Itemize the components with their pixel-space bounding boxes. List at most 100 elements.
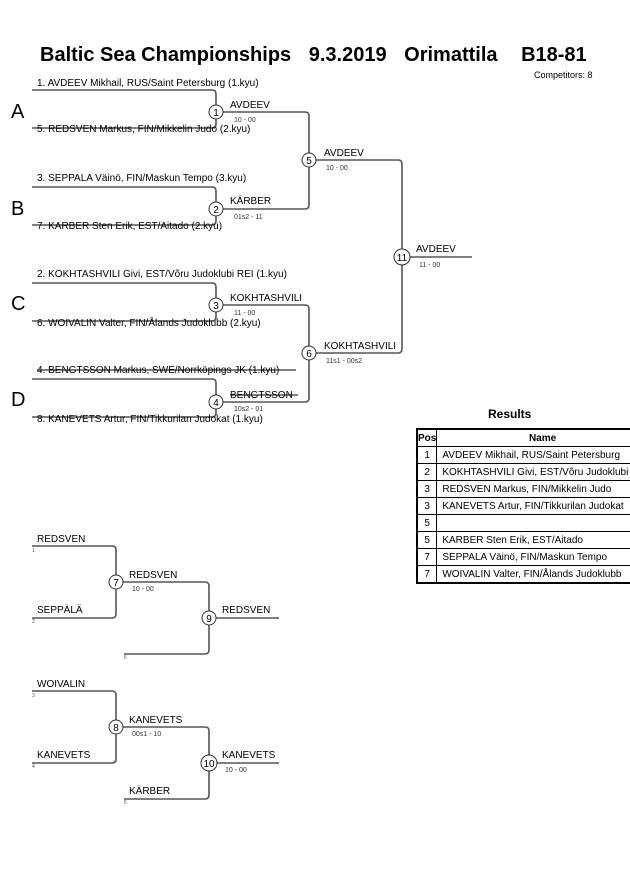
- match-circle-4: 4: [208, 394, 224, 410]
- match-circle-2: 2: [208, 201, 224, 217]
- result-name: SEPPALA Väinö, FIN/Maskun Tempo: [436, 548, 630, 566]
- match-circle-3: 3: [208, 297, 224, 313]
- bracket-line-m9: [116, 581, 210, 655]
- score-m1: 10 - 00: [234, 117, 256, 124]
- rep1-seed-2: 2: [32, 619, 35, 625]
- match-circle-1: 1: [208, 104, 224, 120]
- winner-m10: KANEVETS: [222, 750, 276, 761]
- result-pos: 1: [416, 446, 438, 464]
- winner-m5: AVDEEV: [324, 148, 364, 159]
- score-m10: 10 - 00: [225, 767, 247, 774]
- rep2-entry-3: KÄRBER: [129, 785, 170, 797]
- svg-text:11: 11: [397, 253, 408, 264]
- rep1-entry-1: REDSVEN: [37, 534, 85, 545]
- bracket-line-m2: [32, 186, 217, 226]
- score-m8: 00s1 - 10: [132, 731, 161, 738]
- result-name: [436, 514, 630, 532]
- result-name: WOIVALIN Valter, FIN/Ålands Judoklubb: [436, 565, 630, 584]
- score-m6: 11s1 - 00s2: [326, 358, 362, 365]
- result-name: KARBER Sten Erik, EST/Aitado: [436, 531, 630, 549]
- page-title: Baltic Sea Championships 9.3.2019 Orimat…: [40, 44, 599, 67]
- competitors-count: Competitors: 8: [534, 70, 593, 80]
- pool-label-b: B: [11, 198, 25, 220]
- winner-m1: AVDEEV: [230, 100, 270, 111]
- results-header-pos: Pos: [416, 428, 438, 447]
- winner-m9: REDSVEN: [222, 605, 270, 616]
- rep1-seed-3: 6: [124, 655, 127, 661]
- score-m11: 11 - 00: [419, 262, 440, 269]
- svg-text:7: 7: [113, 578, 119, 589]
- score-m2: 01s2 - 11: [234, 214, 263, 221]
- result-pos: 3: [416, 480, 438, 498]
- svg-text:1: 1: [213, 108, 219, 119]
- event-name: Baltic Sea Championships: [40, 44, 292, 66]
- rep1-seed-1: 1: [32, 548, 35, 554]
- pool-label-a: A: [11, 101, 25, 123]
- match-circle-6: 6: [301, 345, 317, 361]
- winner-m8: KANEVETS: [129, 715, 183, 726]
- entry-6: 6. WOIVALIN Valter, FIN/Ålands Judoklubb…: [37, 316, 261, 329]
- result-name: REDSVEN Markus, FIN/Mikkelin Judo: [436, 480, 630, 498]
- bracket-line-m11: [309, 159, 403, 354]
- score-m4: 10s2 - 01: [234, 406, 263, 413]
- entry-3: 3. SEPPALA Väinö, FIN/Maskun Tempo (3.ky…: [37, 173, 246, 184]
- bracket-line-m4: [32, 378, 217, 418]
- result-pos: 3: [416, 497, 438, 515]
- results-header-row: Pos Name: [416, 428, 630, 447]
- pool-label-d: D: [11, 389, 26, 411]
- match-circle-5: 5: [301, 152, 317, 168]
- match-circle-7: 7: [108, 574, 124, 590]
- entry-2: 2. KOKHTASHVILI Givi, EST/Võru Judoklubi…: [37, 269, 287, 280]
- score-m3: 11 - 00: [234, 310, 255, 317]
- event-location: Orimattila: [404, 44, 498, 66]
- result-pos: 7: [416, 565, 438, 584]
- results-title: Results: [488, 407, 532, 421]
- entry-8: 8. KANEVETS Artur, FIN/Tikkurilan Judoka…: [37, 414, 263, 425]
- winner-m3: KOKHTASHVILI: [230, 293, 302, 304]
- svg-text:2: 2: [213, 205, 219, 216]
- svg-text:6: 6: [306, 349, 312, 360]
- winner-m2: KÄRBER: [230, 195, 271, 207]
- svg-text:4: 4: [213, 398, 219, 409]
- entry-7: 7. KARBER Sten Erik, EST/Aitado (2.kyu): [37, 221, 222, 232]
- svg-text:10: 10: [203, 759, 215, 770]
- winner-m11: AVDEEV: [416, 244, 456, 255]
- result-name: KANEVETS Artur, FIN/Tikkurilan Judokat: [436, 497, 630, 515]
- rep1-entry-2: SEPPÄLÄ: [37, 604, 83, 616]
- svg-text:9: 9: [206, 614, 212, 625]
- result-pos: 2: [416, 463, 438, 481]
- svg-text:5: 5: [306, 156, 312, 167]
- event-date: 9.3.2019: [308, 44, 387, 66]
- svg-text:8: 8: [113, 723, 119, 734]
- result-pos: 7: [416, 548, 438, 566]
- result-name: KOKHTASHVILI Givi, EST/Võru Judoklubi RE…: [436, 463, 630, 481]
- event-category: B18-81: [521, 44, 587, 66]
- bracket-line-m1: [32, 89, 217, 129]
- winner-m7: REDSVEN: [129, 570, 177, 581]
- score-m5: 10 - 00: [326, 165, 348, 172]
- match-circle-11: 11: [393, 248, 411, 266]
- result-pos: 5: [416, 514, 438, 532]
- results-header-name: Name: [436, 428, 630, 447]
- pool-label-c: C: [11, 293, 26, 315]
- rep2-seed-1: 3: [32, 693, 35, 699]
- result-pos: 5: [416, 531, 438, 549]
- winner-m6: KOKHTASHVILI: [324, 341, 396, 352]
- rep2-seed-3: 5: [124, 800, 127, 806]
- rep2-entry-1: WOIVALIN: [37, 679, 85, 690]
- match-circle-8: 8: [108, 719, 124, 735]
- match-circle-10: 10: [200, 754, 218, 772]
- match-circle-9: 9: [201, 610, 217, 626]
- table-row: 5: [416, 514, 630, 532]
- entry-1: 1. AVDEEV Mikhail, RUS/Saint Petersburg …: [37, 78, 259, 89]
- bracket-line-m3: [32, 282, 217, 322]
- winner-m4: BENGTSSON: [230, 390, 293, 401]
